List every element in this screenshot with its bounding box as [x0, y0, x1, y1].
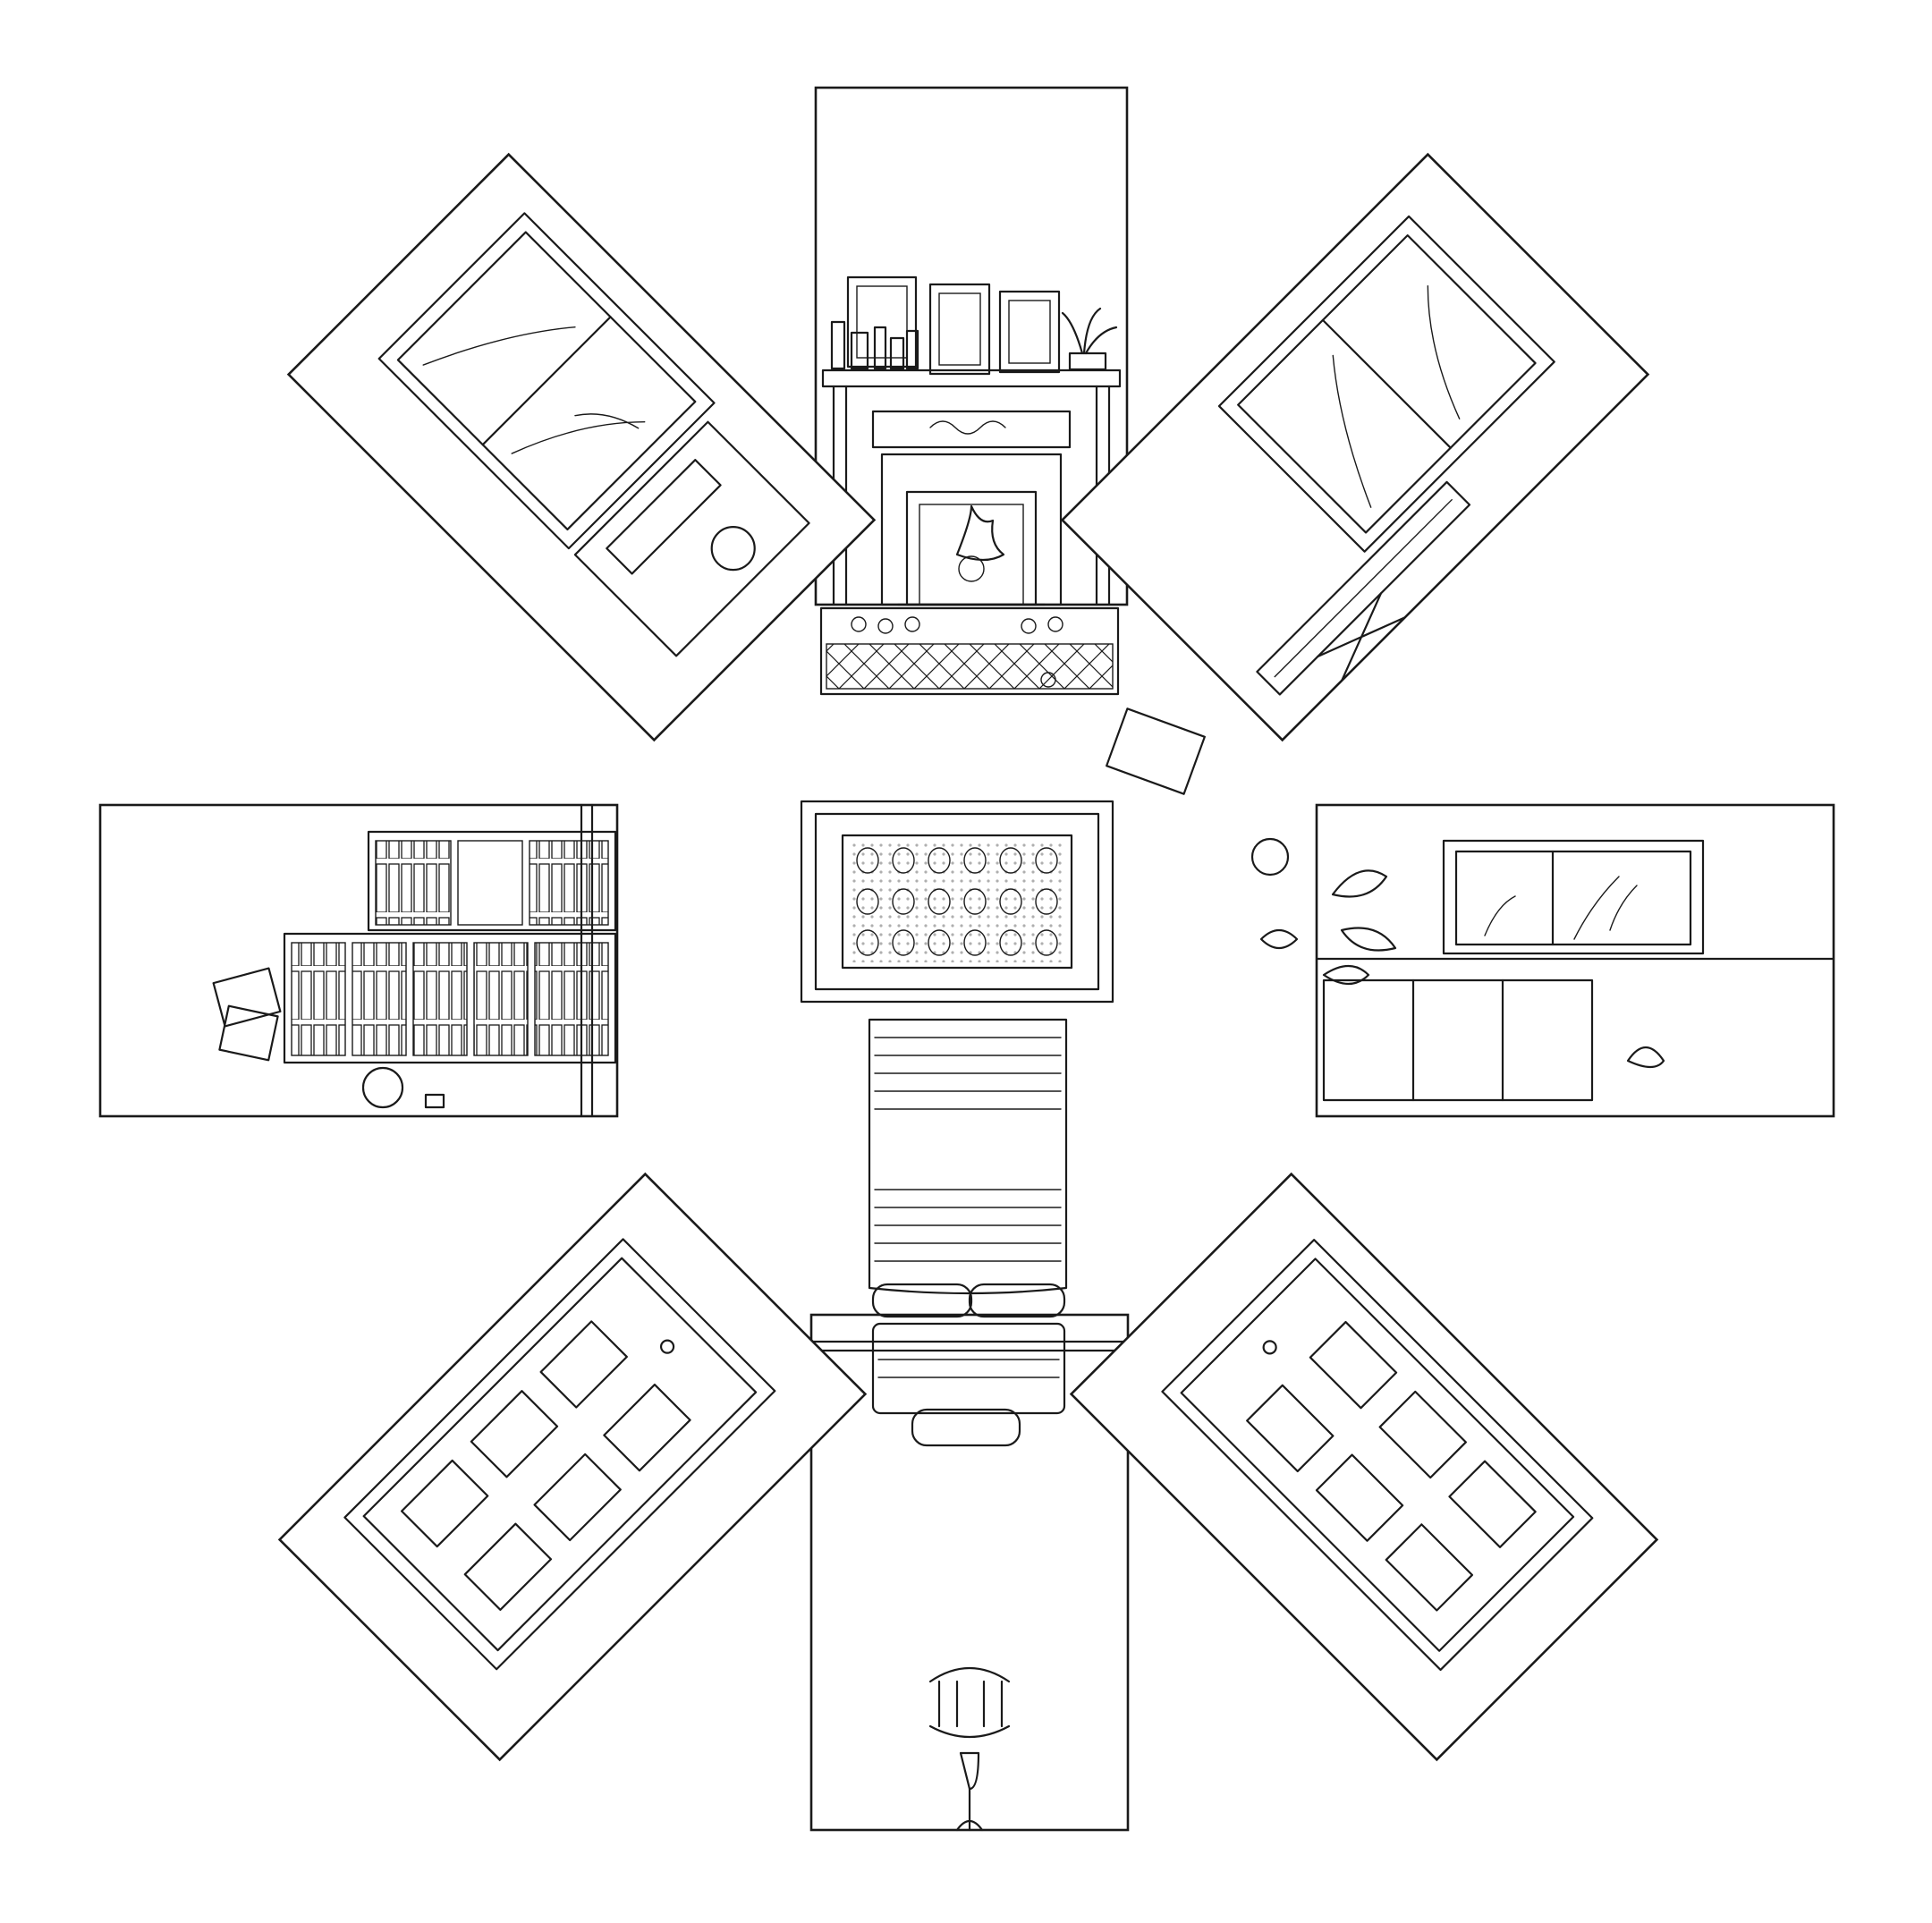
hearth — [819, 606, 1120, 696]
panel-bottom-right — [1069, 1172, 1659, 1762]
bed-icon — [868, 1018, 1068, 1447]
panel-bottom-left — [277, 1172, 868, 1762]
door-icon — [1161, 1239, 1594, 1672]
panel-left — [98, 803, 619, 1118]
rug-icon — [800, 800, 1114, 1004]
panel-top-left — [286, 152, 877, 742]
mat-icon — [1106, 707, 1206, 795]
window-icon — [1217, 215, 1555, 553]
plant-icon — [1250, 837, 1665, 1069]
piano-icon — [1256, 480, 1471, 696]
panel-bottom — [809, 1313, 1130, 1832]
window-icon — [377, 212, 716, 550]
door-icon — [343, 1238, 776, 1671]
panel-top-right — [1060, 152, 1650, 742]
bookshelf-icon — [212, 830, 617, 1109]
window-icon — [1442, 839, 1705, 955]
chandelier-icon — [928, 1667, 1011, 1832]
panel-right — [1250, 803, 1835, 1118]
